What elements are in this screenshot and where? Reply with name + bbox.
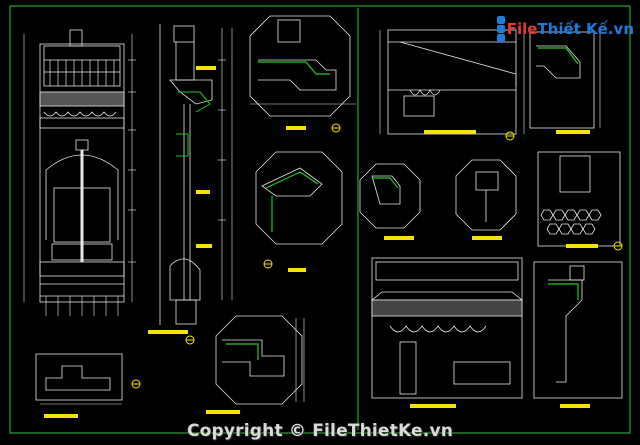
cornice-detail-2: [255, 151, 343, 245]
annotation-labels: [44, 66, 598, 418]
cornice-detail-1: [249, 15, 351, 117]
cornice-detail-3-accent: [226, 343, 259, 360]
column-dimension-line: [218, 28, 233, 300]
filethietke-logo: FileThiết Kế.vn: [494, 10, 634, 48]
bracket-detail-1: [359, 163, 421, 229]
cornice-detail-3-dim: [295, 318, 305, 402]
cornice-profile-right: [529, 31, 595, 129]
column-section: [159, 24, 213, 325]
cornice-section-right-accent: [548, 283, 579, 300]
logo-text: FileThiết Kế.vn: [507, 20, 634, 38]
logo-bars-icon: [494, 16, 505, 42]
facade-elevation: [39, 29, 125, 316]
facade-dimension-line: [23, 34, 136, 302]
cornice-detail-2-accent: [265, 171, 319, 232]
column-section-accent: [176, 91, 211, 157]
logo-prefix: File: [506, 20, 538, 38]
bracket-detail-2: [455, 159, 517, 231]
cornice-detail-3: [215, 315, 303, 405]
copyright-watermark: Copyright © FileThietKe.vn: [186, 421, 454, 441]
cornice-profile-right-accent: [538, 47, 579, 65]
bracket-detail-1-accent: [372, 177, 399, 189]
ornament-panel: [537, 151, 621, 247]
cornice-detail-1-accent: [258, 61, 330, 75]
entablature-dimension: [379, 30, 525, 134]
facade-perspective-right: [370, 257, 524, 399]
logo-suffix: .vn: [607, 20, 634, 38]
logo-brand: Thiết Kế: [537, 20, 608, 38]
base-detail: [35, 353, 123, 401]
section-markers: [131, 123, 623, 389]
outer-frame: [9, 5, 631, 434]
cornice-section-right: [533, 261, 623, 399]
